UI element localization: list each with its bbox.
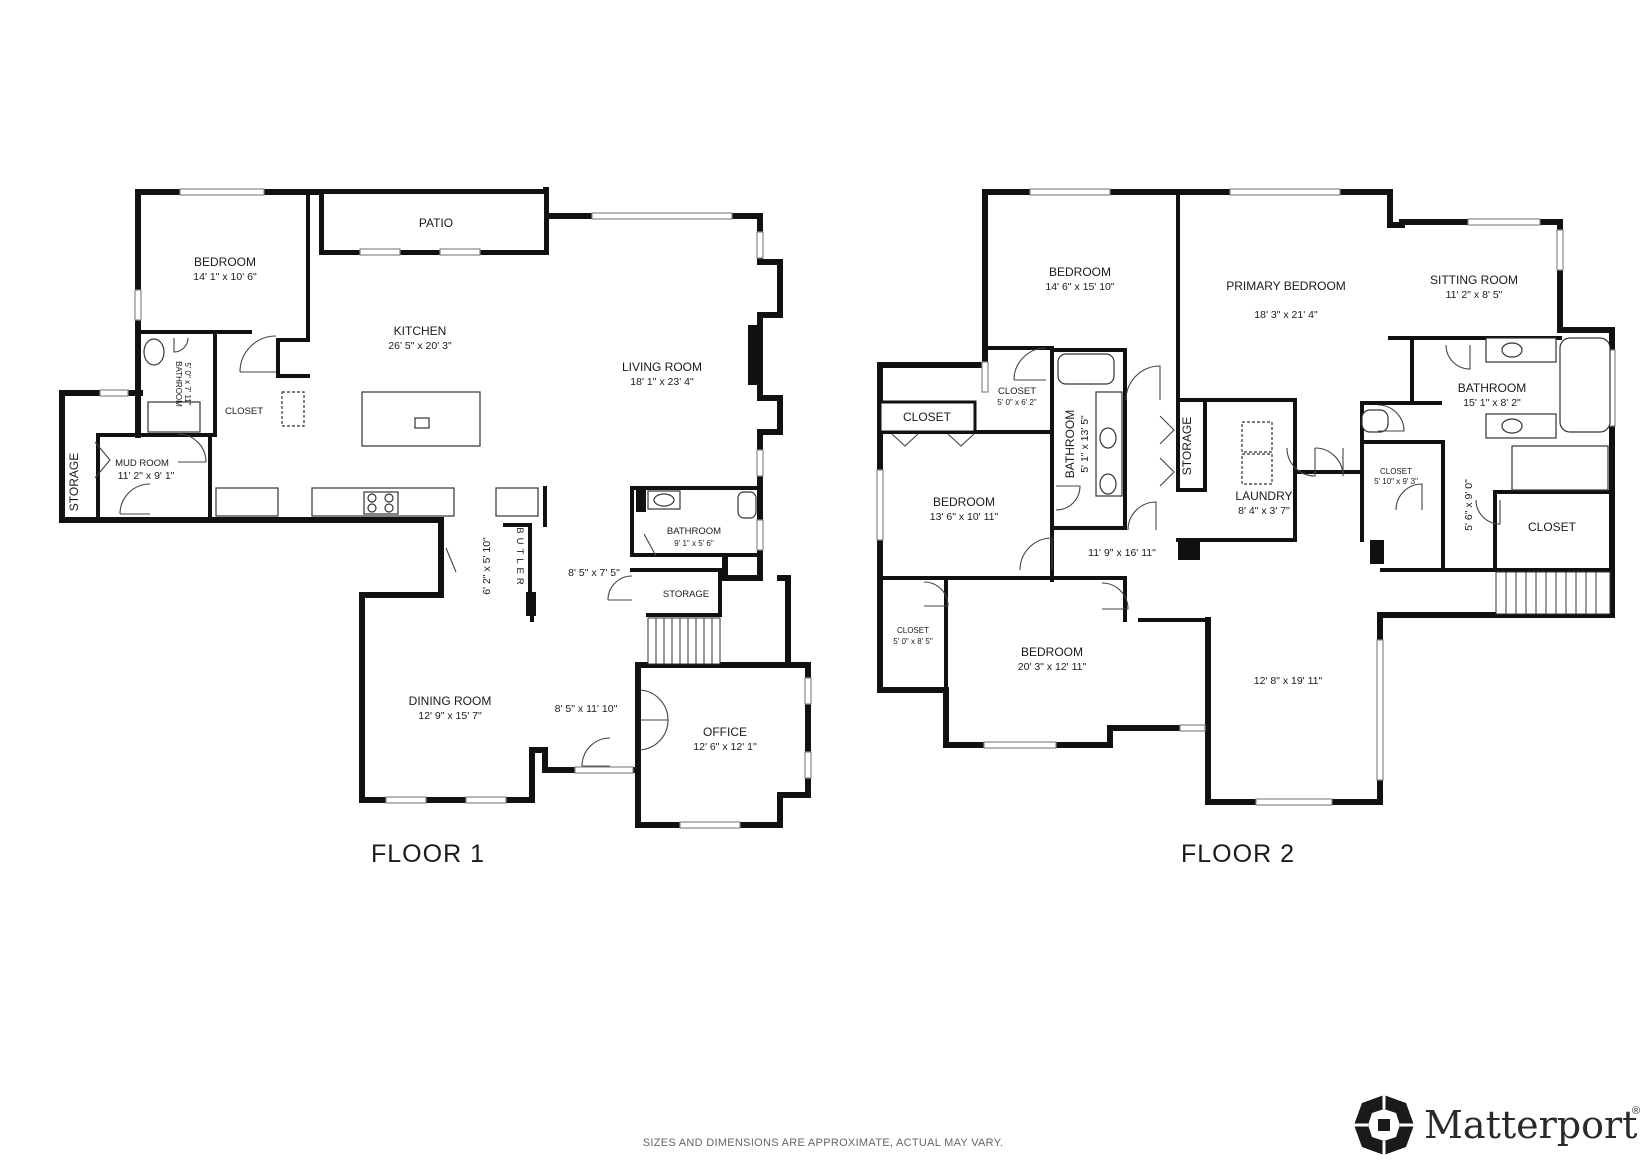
floor2-bedroom3-dims: 20' 3" x 12' 11" bbox=[1018, 661, 1087, 673]
floor-2-plan: BEDROOM 14' 6" x 15' 10" PRIMARY BEDROOM… bbox=[876, 188, 1616, 806]
mud-room-dims: 11' 2" x 9' 1" bbox=[118, 470, 175, 482]
dryer-icon bbox=[1241, 453, 1273, 485]
matterport-logo-icon bbox=[1354, 1095, 1414, 1155]
laundry-dims: 8' 4" x 3' 7" bbox=[1238, 505, 1290, 517]
office-dims: 12' 6" x 12' 1" bbox=[693, 741, 757, 753]
hall-dims: 8' 5" x 7' 5" bbox=[568, 567, 620, 579]
floor2-bedroom2-name: BEDROOM bbox=[933, 495, 995, 509]
sitting-room-name: SITTING ROOM bbox=[1430, 273, 1518, 287]
floor2-closet5-name: CLOSET bbox=[897, 626, 929, 635]
floor-2-title: FLOOR 2 bbox=[1181, 840, 1295, 868]
fridge-icon bbox=[281, 391, 305, 427]
sink-icon bbox=[1501, 418, 1523, 434]
butler-name: BUTLER bbox=[514, 527, 525, 588]
foyer-dims: 8' 5" x 11' 10" bbox=[555, 703, 618, 715]
living-room-dims: 18' 1" x 23' 4" bbox=[630, 376, 694, 388]
disclaimer-text: SIZES AND DIMENSIONS ARE APPROXIMATE, AC… bbox=[643, 1137, 1004, 1149]
floor1-storage2-name: STORAGE bbox=[663, 589, 709, 600]
sink-icon bbox=[1501, 342, 1523, 358]
floor2-closet3-dims: 5' 10" x 9' 3" bbox=[1374, 477, 1418, 486]
toilet-icon bbox=[1361, 409, 1389, 433]
registered-mark: ® bbox=[1632, 1105, 1640, 1117]
floor-1-plan: BEDROOM 14' 1" x 10' 6" PATIO KITCHEN 26… bbox=[59, 187, 812, 829]
floor2-storage-name: STORAGE bbox=[1180, 417, 1194, 475]
stove-icon bbox=[363, 491, 399, 515]
floor-1-title: FLOOR 1 bbox=[371, 840, 485, 868]
stairs bbox=[647, 617, 721, 665]
vanity-icon bbox=[1485, 337, 1557, 363]
floor2-closet1-name: CLOSET bbox=[998, 386, 1036, 397]
laundry-name: LAUNDRY bbox=[1235, 489, 1292, 503]
dining-room-dims: 12' 9" x 15' 7" bbox=[418, 710, 482, 722]
primary-bedroom-dims: 18' 3" x 21' 4" bbox=[1254, 309, 1318, 321]
half-bath-name: BATHROOM bbox=[667, 526, 721, 537]
patio-slab bbox=[320, 190, 548, 254]
sink-icon bbox=[1099, 427, 1117, 449]
floor2-bedroom2-dims: 13' 6" x 10' 11" bbox=[930, 511, 999, 523]
floor2-bedroom3-name: BEDROOM bbox=[1021, 645, 1083, 659]
floor2-bathroom1-dims: 5' 1" x 13' 5" bbox=[1079, 415, 1091, 473]
floor1-bathroom-name: BATHROOM bbox=[174, 361, 183, 407]
floor2-closet5-dims: 5' 0" x 8' 5" bbox=[893, 637, 933, 646]
floor1-bathroom-dims: 5' 0" x 7' 11" bbox=[183, 362, 192, 405]
shower-icon bbox=[147, 401, 201, 433]
floor2-bedroom1-dims: 14' 6" x 15' 10" bbox=[1045, 281, 1115, 293]
floor2-closet4-name: CLOSET bbox=[1528, 520, 1577, 534]
sitting-room-dims: 11' 2" x 8' 5" bbox=[1446, 289, 1503, 301]
sink-icon bbox=[1099, 473, 1117, 495]
living-room-name: LIVING ROOM bbox=[622, 360, 702, 374]
primary-hall-dims: 5' 6" x 9' 0" bbox=[1463, 479, 1475, 531]
office-name: OFFICE bbox=[703, 725, 747, 739]
sink-icon bbox=[414, 417, 430, 429]
washer-icon bbox=[1241, 421, 1273, 453]
floor1-storage-name: STORAGE bbox=[67, 453, 81, 511]
floor2-bedroom1-name: BEDROOM bbox=[1049, 265, 1111, 279]
matterport-wordmark: Matterport bbox=[1424, 1103, 1637, 1147]
butler-dims: 6' 2" x 5' 10" bbox=[481, 537, 493, 595]
dining-room-name: DINING ROOM bbox=[409, 694, 492, 708]
bathtub-icon bbox=[1057, 353, 1115, 385]
half-bath-dims: 9' 1" x 5' 6" bbox=[674, 539, 714, 548]
stairs bbox=[1495, 571, 1611, 615]
patio-name: PATIO bbox=[419, 216, 453, 230]
floor2-closet1-dims: 5' 0" x 6' 2" bbox=[997, 398, 1037, 407]
floor1-bedroom-name: BEDROOM bbox=[194, 255, 256, 269]
floor2-closet2-name: CLOSET bbox=[903, 410, 952, 424]
floor2-bathroom1-name: BATHROOM bbox=[1063, 410, 1077, 478]
shower-icon bbox=[1511, 445, 1609, 491]
primary-bathroom-dims: 15' 1" x 8' 2" bbox=[1463, 397, 1521, 409]
bonus-room-dims: 12' 8" x 19' 11" bbox=[1254, 675, 1323, 687]
toilet-icon bbox=[143, 338, 165, 366]
sink-icon bbox=[647, 490, 681, 510]
floor1-closet-name: CLOSET bbox=[225, 406, 263, 417]
kitchen-dims: 26' 5" x 20' 3" bbox=[388, 340, 452, 352]
bathtub-icon bbox=[1559, 337, 1611, 433]
primary-bedroom-name: PRIMARY BEDROOM bbox=[1226, 279, 1346, 293]
toilet-icon bbox=[737, 491, 757, 519]
floor2-closet3-name: CLOSET bbox=[1380, 467, 1412, 476]
kitchen-name: KITCHEN bbox=[394, 324, 447, 338]
floor2-hall-dims: 11' 9" x 16' 11" bbox=[1088, 547, 1156, 559]
primary-bathroom-name: BATHROOM bbox=[1458, 381, 1526, 395]
mud-room-name: MUD ROOM bbox=[115, 458, 169, 469]
floor1-bedroom-dims: 14' 1" x 10' 6" bbox=[193, 271, 257, 283]
